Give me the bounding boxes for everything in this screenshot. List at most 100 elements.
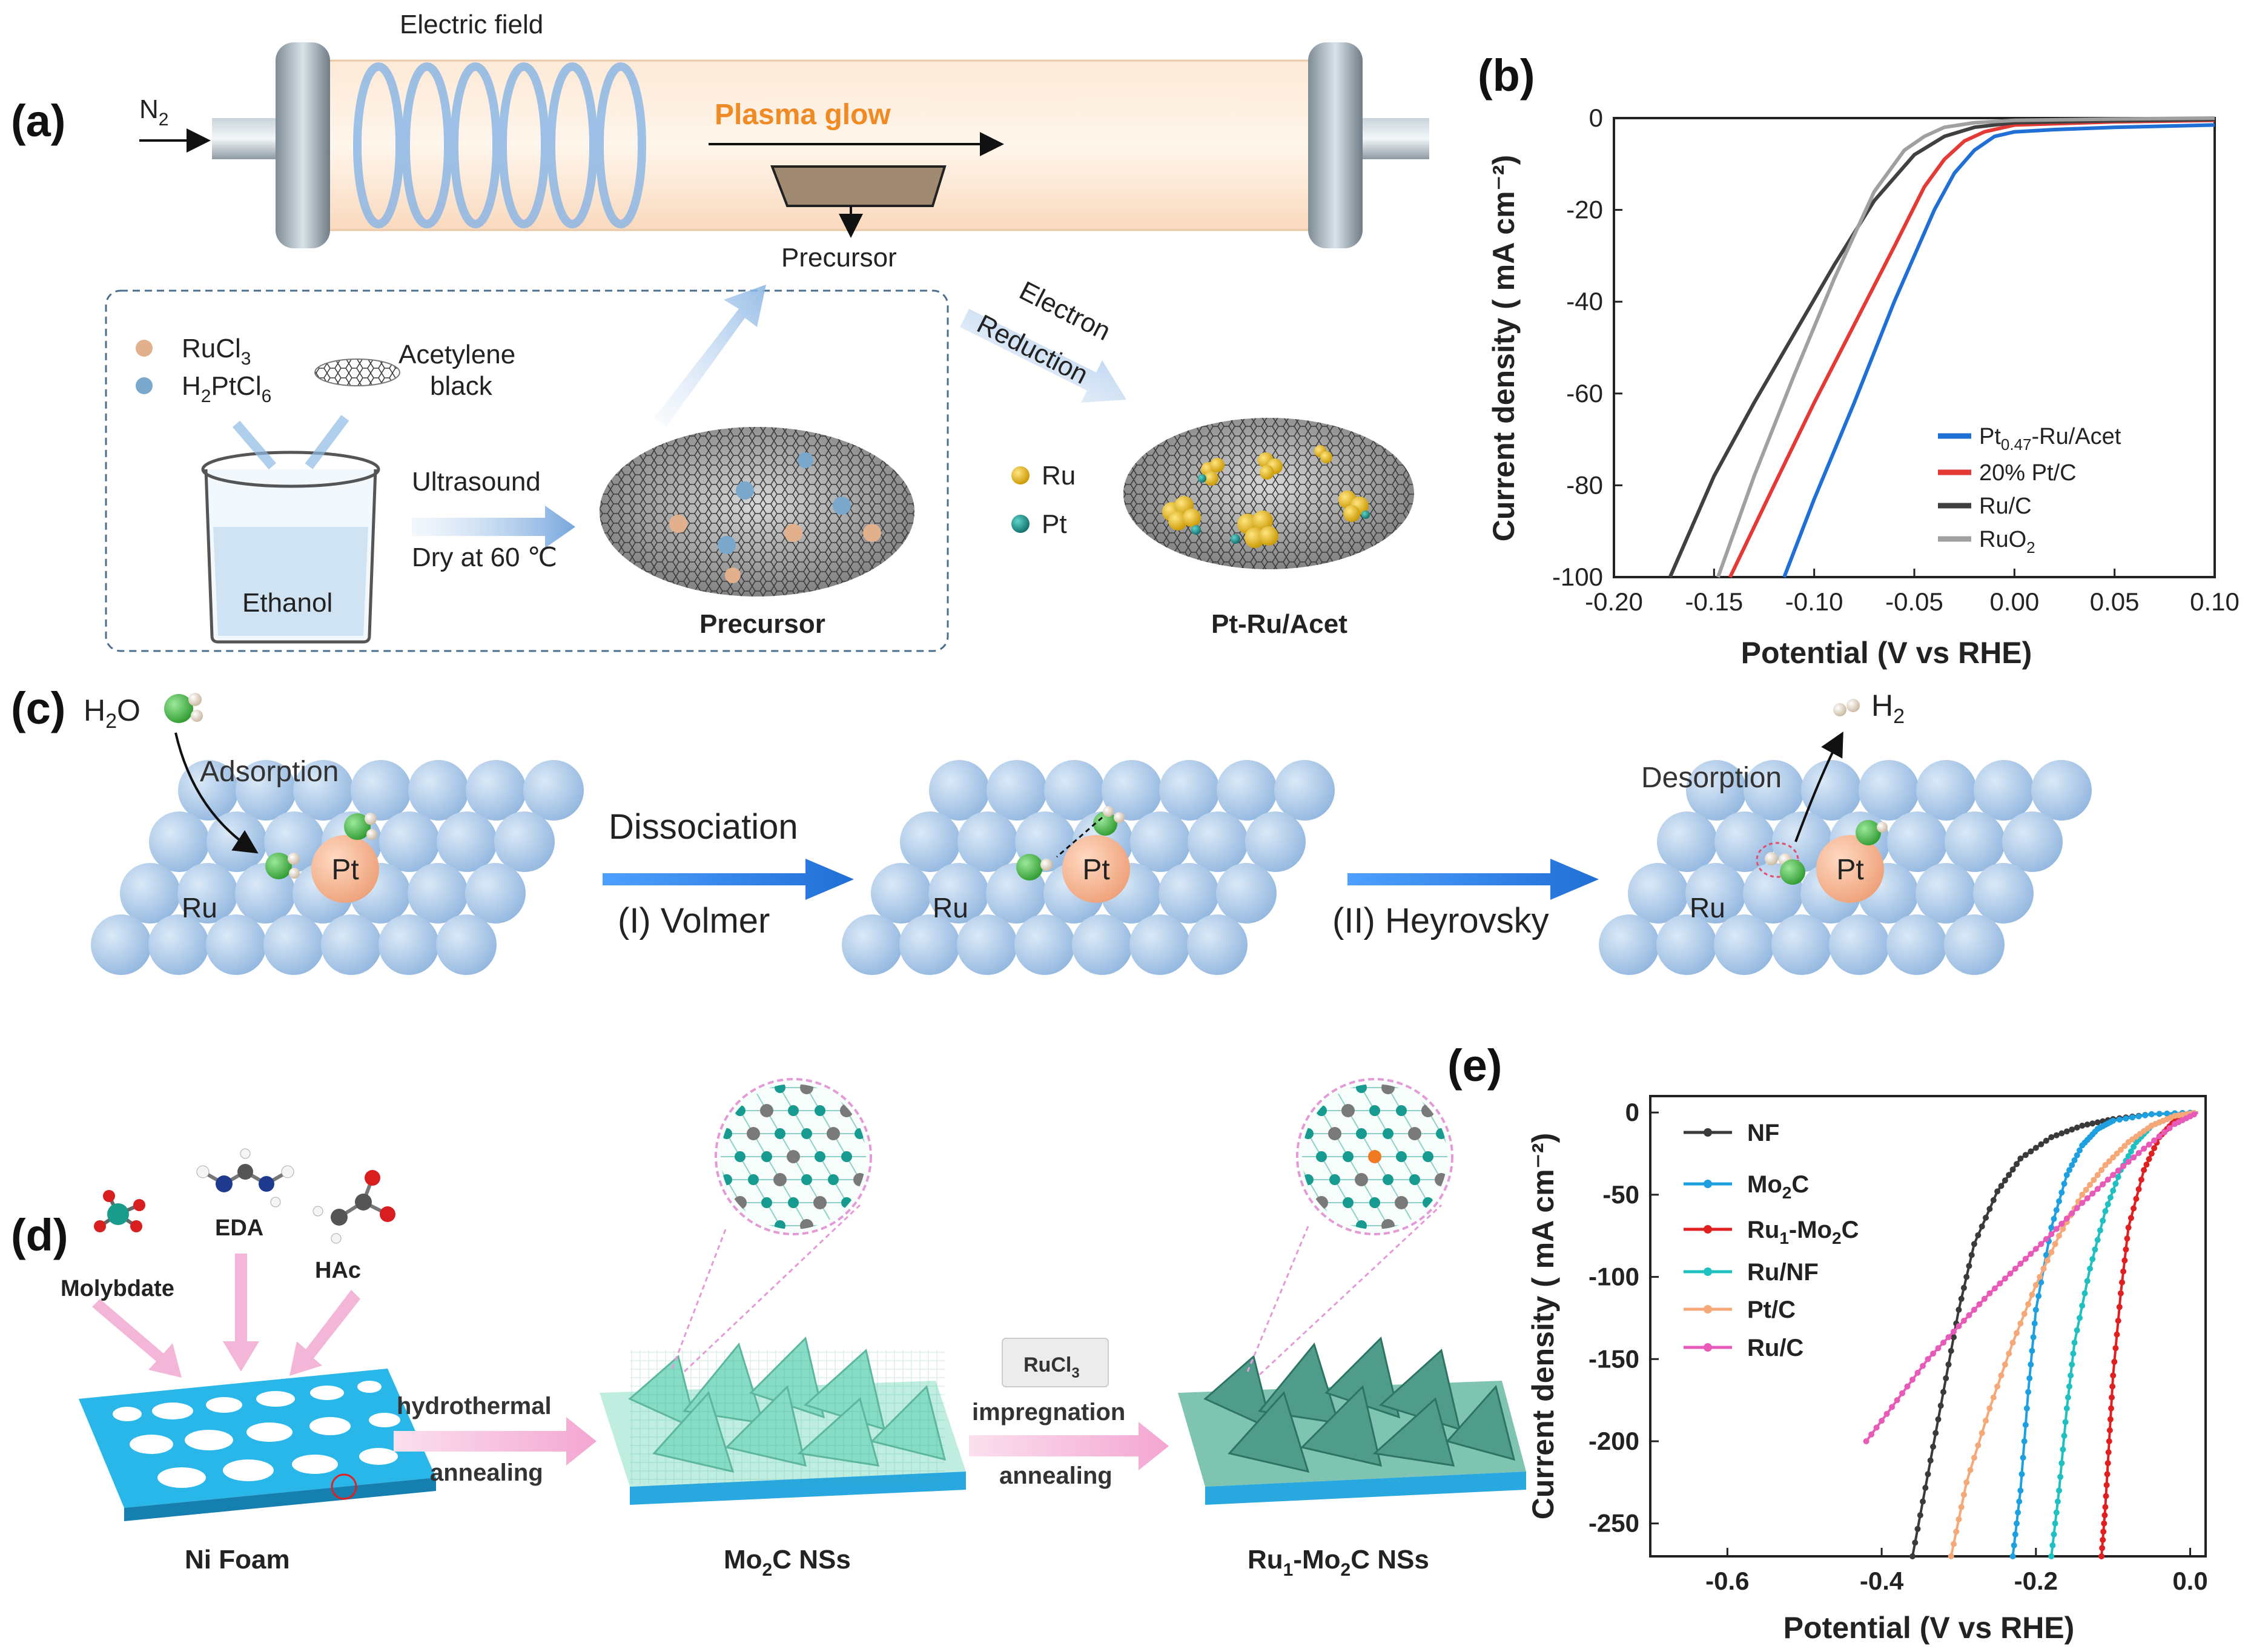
chart-b-ytick-label: -80: [1566, 471, 1603, 499]
chart-e-series-6-point: [1920, 1363, 1926, 1369]
chart-e-series-2-point: [2071, 1157, 2078, 1163]
lattice-atom: [908, 1220, 919, 1231]
chart-e-series-2-point: [2164, 1111, 2170, 1117]
ru-atom: [263, 914, 324, 975]
chart-e-series-5-point: [2032, 1282, 2039, 1289]
chart-e-series-5-point: [2106, 1158, 2112, 1165]
chart-e-series-4-point: [2107, 1194, 2114, 1201]
chart-e-series-1-point: [2053, 1132, 2060, 1138]
chart-e-series-5-point: [2060, 1226, 2066, 1232]
chart-e-series-1-point: [1945, 1361, 1952, 1368]
lattice-atom: [868, 1197, 879, 1208]
lattice-atom: [761, 1197, 772, 1208]
h2-molecule: [1833, 699, 1860, 716]
panel-a: (a) Electric field N2: [11, 10, 1429, 652]
ru-atom: [91, 914, 151, 975]
lattice-atom: [1436, 1220, 1447, 1229]
chart-e-series-6-point: [1945, 1334, 1952, 1341]
chart-e-series-3-point: [2108, 1405, 2114, 1412]
chart-e-series-4-point: [2131, 1143, 2137, 1150]
ru-atom: [178, 760, 239, 821]
panel-c: (c) Pt Pt Pt Ru Ru Ru H2O Adsorption: [11, 683, 2092, 975]
chart-e-series-6-point: [1904, 1383, 1911, 1390]
chart-e-series-3-point: [2125, 1224, 2132, 1231]
chart-b-series-1-line: [1782, 123, 2215, 578]
pt-legend-label: Pt: [1042, 509, 1067, 539]
ru-atom: [149, 811, 210, 872]
water-adsorbed-1: [265, 853, 300, 879]
molybdate-arrow: [92, 1299, 182, 1378]
chart-e-series-1-point: [1940, 1389, 1946, 1395]
chart-e-series-3-point: [2121, 1257, 2128, 1264]
water-label: H2O: [84, 693, 140, 733]
chart-e-series-4-point: [2068, 1372, 2074, 1379]
chart-e-series-5-point: [2025, 1301, 2032, 1307]
ru-slab-1: [91, 760, 584, 975]
chart-e-series-5-point: [2117, 1146, 2124, 1153]
ru-atom: [494, 811, 555, 872]
chart-e-series-4-point: [2057, 1473, 2064, 1480]
chart-e-series-5-point: [2056, 1232, 2062, 1239]
ru-atom: [900, 811, 960, 872]
lattice-atom: [1289, 1243, 1300, 1254]
lattice-atom: [1235, 1058, 1248, 1071]
lattice-atom: [1503, 1197, 1513, 1208]
ru-atom: [2002, 811, 2063, 872]
lattice-atom: [1261, 1104, 1275, 1117]
chart-b-ytick-label: -20: [1566, 196, 1603, 224]
lattice-atom: [1341, 1242, 1355, 1255]
chart-b-ytick-label: 0: [1589, 104, 1603, 132]
chart-e-xtick-label: -0.6: [1705, 1567, 1749, 1595]
lattice-atom: [668, 1174, 679, 1185]
ru-atom: [1801, 760, 1862, 821]
lattice-atom: [1355, 1173, 1368, 1186]
lattice-atom: [1516, 1082, 1527, 1093]
chart-e-series-6-point: [2094, 1186, 2101, 1192]
chart-e-series-2-point: [2026, 1375, 2033, 1381]
chart-e-ytick-label: 0: [1625, 1098, 1639, 1126]
heyrovsky-arrow: [1347, 859, 1599, 900]
lattice-atom: [1343, 1197, 1354, 1208]
chart-b-xtick-label: -0.10: [1785, 587, 1843, 616]
chart-e-series-3-point: [2112, 1345, 2119, 1352]
lattice-atom: [1369, 1197, 1380, 1208]
ru-single-atom: [1368, 1150, 1381, 1163]
chart-e-series-6-point: [2053, 1226, 2060, 1232]
chart-e-series-2-point: [2051, 1215, 2057, 1222]
chart-e-series-2-point: [2020, 1455, 2026, 1461]
step1-arrow: [394, 1417, 597, 1465]
lattice-atom: [760, 1104, 773, 1117]
lattice-atom: [1383, 1174, 1393, 1185]
lattice-atom: [681, 1059, 692, 1070]
lattice-atom: [1341, 1104, 1355, 1117]
legend-b-item-4: RuO2: [1979, 527, 2035, 557]
pt-label-2: Pt: [1082, 854, 1109, 886]
step2-arrow: [969, 1422, 1169, 1470]
chart-e-series-2-point: [2031, 1320, 2038, 1327]
lattice-atom: [1449, 1243, 1460, 1254]
chart-e-series-4-point: [2097, 1227, 2103, 1234]
chart-e-series-1-point: [1975, 1232, 1982, 1238]
lattice-atom: [1249, 1220, 1260, 1231]
lattice-atom: [1356, 1128, 1367, 1139]
chart-e-series-1-point: [2058, 1130, 2065, 1137]
chart-e-series-4-point: [2102, 1208, 2109, 1214]
chart-e-series-5-point: [2091, 1177, 2097, 1183]
lattice-atom: [708, 1197, 719, 1208]
lattice-atom: [1249, 1174, 1260, 1185]
lattice-atom: [934, 1220, 945, 1231]
lattice-atom: [840, 1242, 853, 1255]
chart-e-series-4-point: [2054, 1498, 2061, 1505]
panel-e-letter: (e): [1447, 1040, 1502, 1091]
lattice-atom: [1395, 1196, 1408, 1209]
ru-atom: [1973, 863, 2034, 923]
chart-e-series-2-point: [2023, 1405, 2030, 1412]
chart-e-series-4-point: [2125, 1153, 2132, 1160]
ru-atom: [1944, 914, 2005, 975]
lattice-atom: [920, 1242, 933, 1255]
chart-e-series-3-point: [2102, 1504, 2109, 1510]
chart-e-series-6-point: [1955, 1323, 1962, 1329]
ru-atom: [1657, 811, 1717, 872]
ru-atom: [1974, 760, 2034, 821]
chart-e-series-5-point: [1983, 1418, 1989, 1424]
